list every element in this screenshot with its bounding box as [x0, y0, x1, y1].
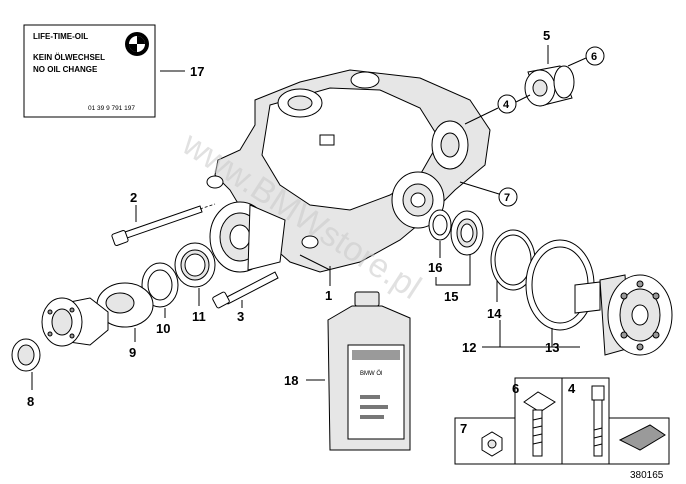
bracket-13 [525, 328, 580, 348]
label-10: 10 [156, 321, 170, 336]
washer-14 [490, 229, 536, 291]
label-17: 17 [190, 64, 204, 79]
label-11: 11 [192, 309, 206, 324]
label-1: 1 [325, 288, 332, 303]
bmw-logo-icon [125, 32, 149, 56]
callout-6 [585, 46, 605, 66]
label-14: 14 [487, 306, 502, 321]
bolt-3 [212, 271, 279, 309]
callout-6-label: 6 [591, 51, 597, 63]
input-flange [209, 201, 286, 273]
label-13: 13 [545, 340, 559, 355]
sticker-line2: KEIN ÖLWECHSEL [33, 53, 105, 62]
oil-label: BMW Öl [360, 370, 382, 377]
label-5: 5 [543, 28, 550, 43]
label-8: 8 [27, 394, 34, 409]
output-flange-right [574, 274, 673, 356]
bolt-2 [111, 205, 203, 246]
bracket-12 [482, 320, 501, 348]
bracket-15 [435, 255, 471, 286]
inset-label-4: 4 [568, 381, 576, 396]
sticker-line1: LIFE-TIME-OIL [33, 32, 88, 41]
callout-4-label: 4 [503, 99, 510, 111]
seal-15 [450, 210, 484, 256]
inset-boxes: 7 6 4 [454, 377, 670, 465]
label-3: 3 [237, 309, 244, 324]
callout-4 [497, 94, 517, 114]
bearing-5 [524, 65, 575, 107]
inset-label-7: 7 [460, 421, 467, 436]
seal-11 [174, 242, 216, 288]
label-9: 9 [129, 345, 136, 360]
sticker-part-number: 01 39 9 791 197 [88, 105, 135, 112]
label-12: 12 [462, 340, 476, 355]
oil-bottle: BMW Öl [327, 291, 411, 451]
sticker-line3: NO OIL CHANGE [33, 65, 98, 74]
oil-sticker: LIFE-TIME-OIL KEIN ÖLWECHSEL NO OIL CHAN… [23, 24, 156, 118]
diagram-id: 380165 [630, 470, 664, 481]
callout-7-label: 7 [504, 192, 510, 204]
seal-8 [11, 338, 41, 372]
label-2: 2 [130, 190, 137, 205]
label-15: 15 [444, 289, 458, 304]
output-flange-left [41, 297, 109, 347]
callout-7 [498, 187, 518, 207]
label-16: 16 [428, 260, 442, 275]
inset-label-6: 6 [512, 381, 519, 396]
label-18: 18 [284, 373, 298, 388]
direction-arrow-icon [618, 424, 666, 451]
washer-9 [96, 282, 154, 328]
seal-16 [428, 209, 452, 241]
